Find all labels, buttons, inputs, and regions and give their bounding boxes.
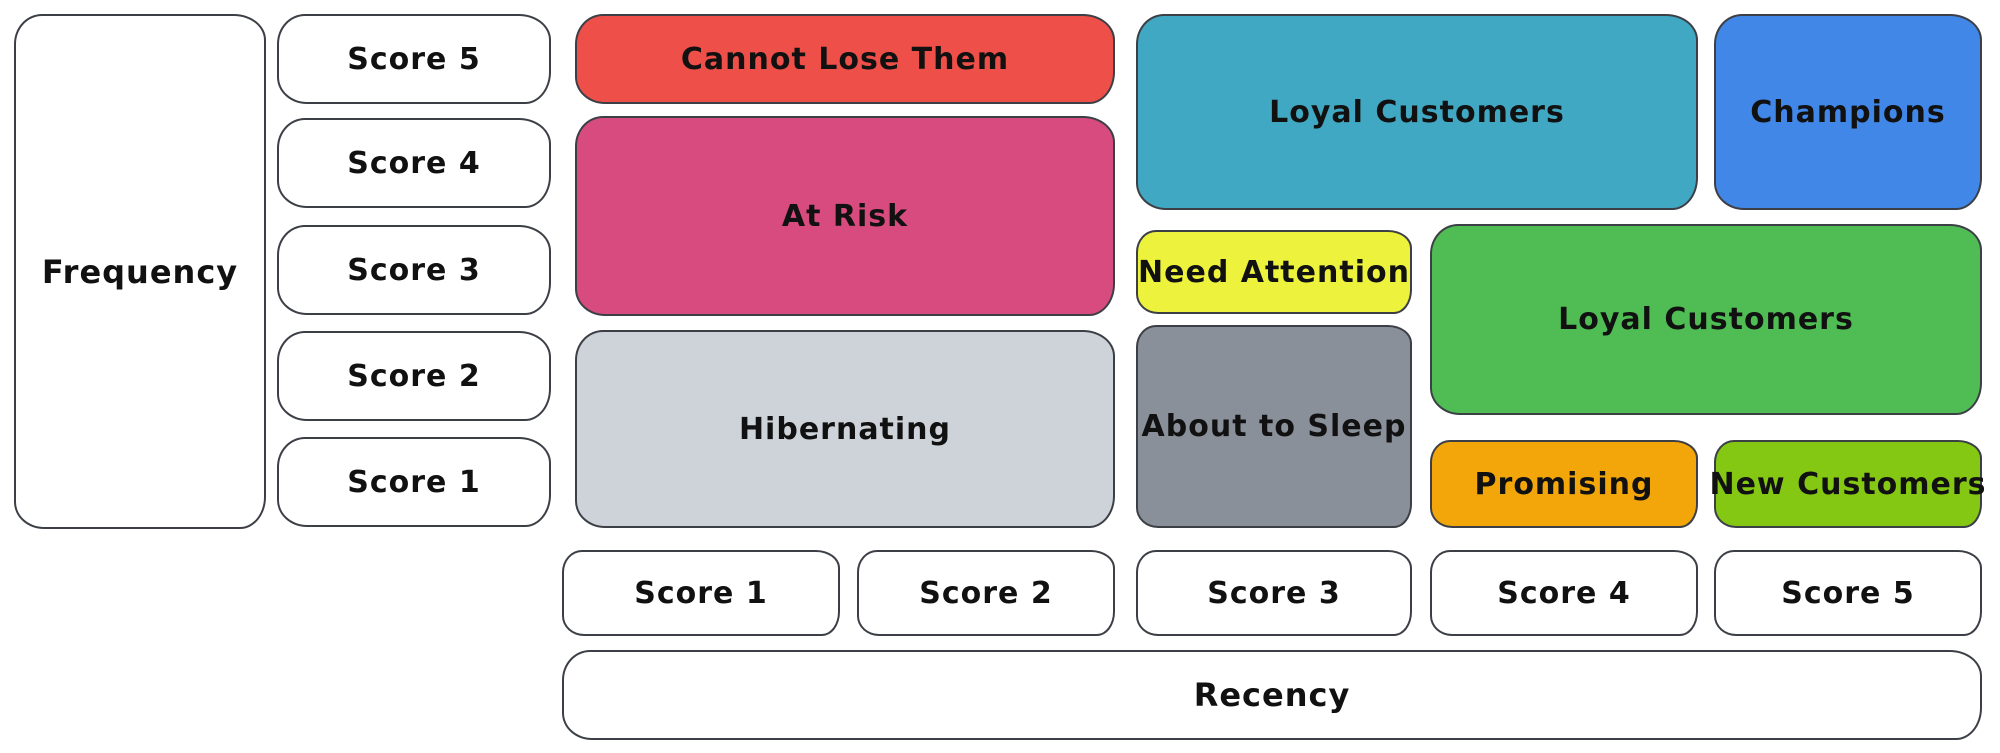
recency-score-4: Score 4 <box>1430 550 1698 636</box>
frequency-score-4: Score 4 <box>277 118 551 208</box>
segment-hibernating: Hibernating <box>575 330 1115 528</box>
segment-at-risk: At Risk <box>575 116 1115 316</box>
recency-score-5: Score 5 <box>1714 550 1982 636</box>
segment-cannot-lose-them: Cannot Lose Them <box>575 14 1115 104</box>
segment-need-attention: Need Attention <box>1136 230 1412 314</box>
frequency-score-1: Score 1 <box>277 437 551 527</box>
segment-new-customers: New Customers <box>1709 440 1986 528</box>
frequency-score-3: Score 3 <box>277 225 551 315</box>
recency-score-2: Score 2 <box>857 550 1115 636</box>
recency-score-1: Score 1 <box>562 550 840 636</box>
recency-score-3: Score 3 <box>1136 550 1412 636</box>
segment-promising: Promising <box>1430 440 1698 528</box>
frequency-score-2: Score 2 <box>277 331 551 421</box>
segment-loyal-customers-middle: Loyal Customers <box>1430 224 1982 415</box>
frequency-score-5: Score 5 <box>277 14 551 104</box>
frequency-axis-label: Frequency <box>14 14 266 529</box>
segment-champions: Champions <box>1714 14 1982 210</box>
recency-axis-label: Recency <box>562 650 1982 740</box>
segment-loyal-customers-upper: Loyal Customers <box>1136 14 1698 210</box>
segment-about-to-sleep: About to Sleep <box>1136 325 1412 528</box>
